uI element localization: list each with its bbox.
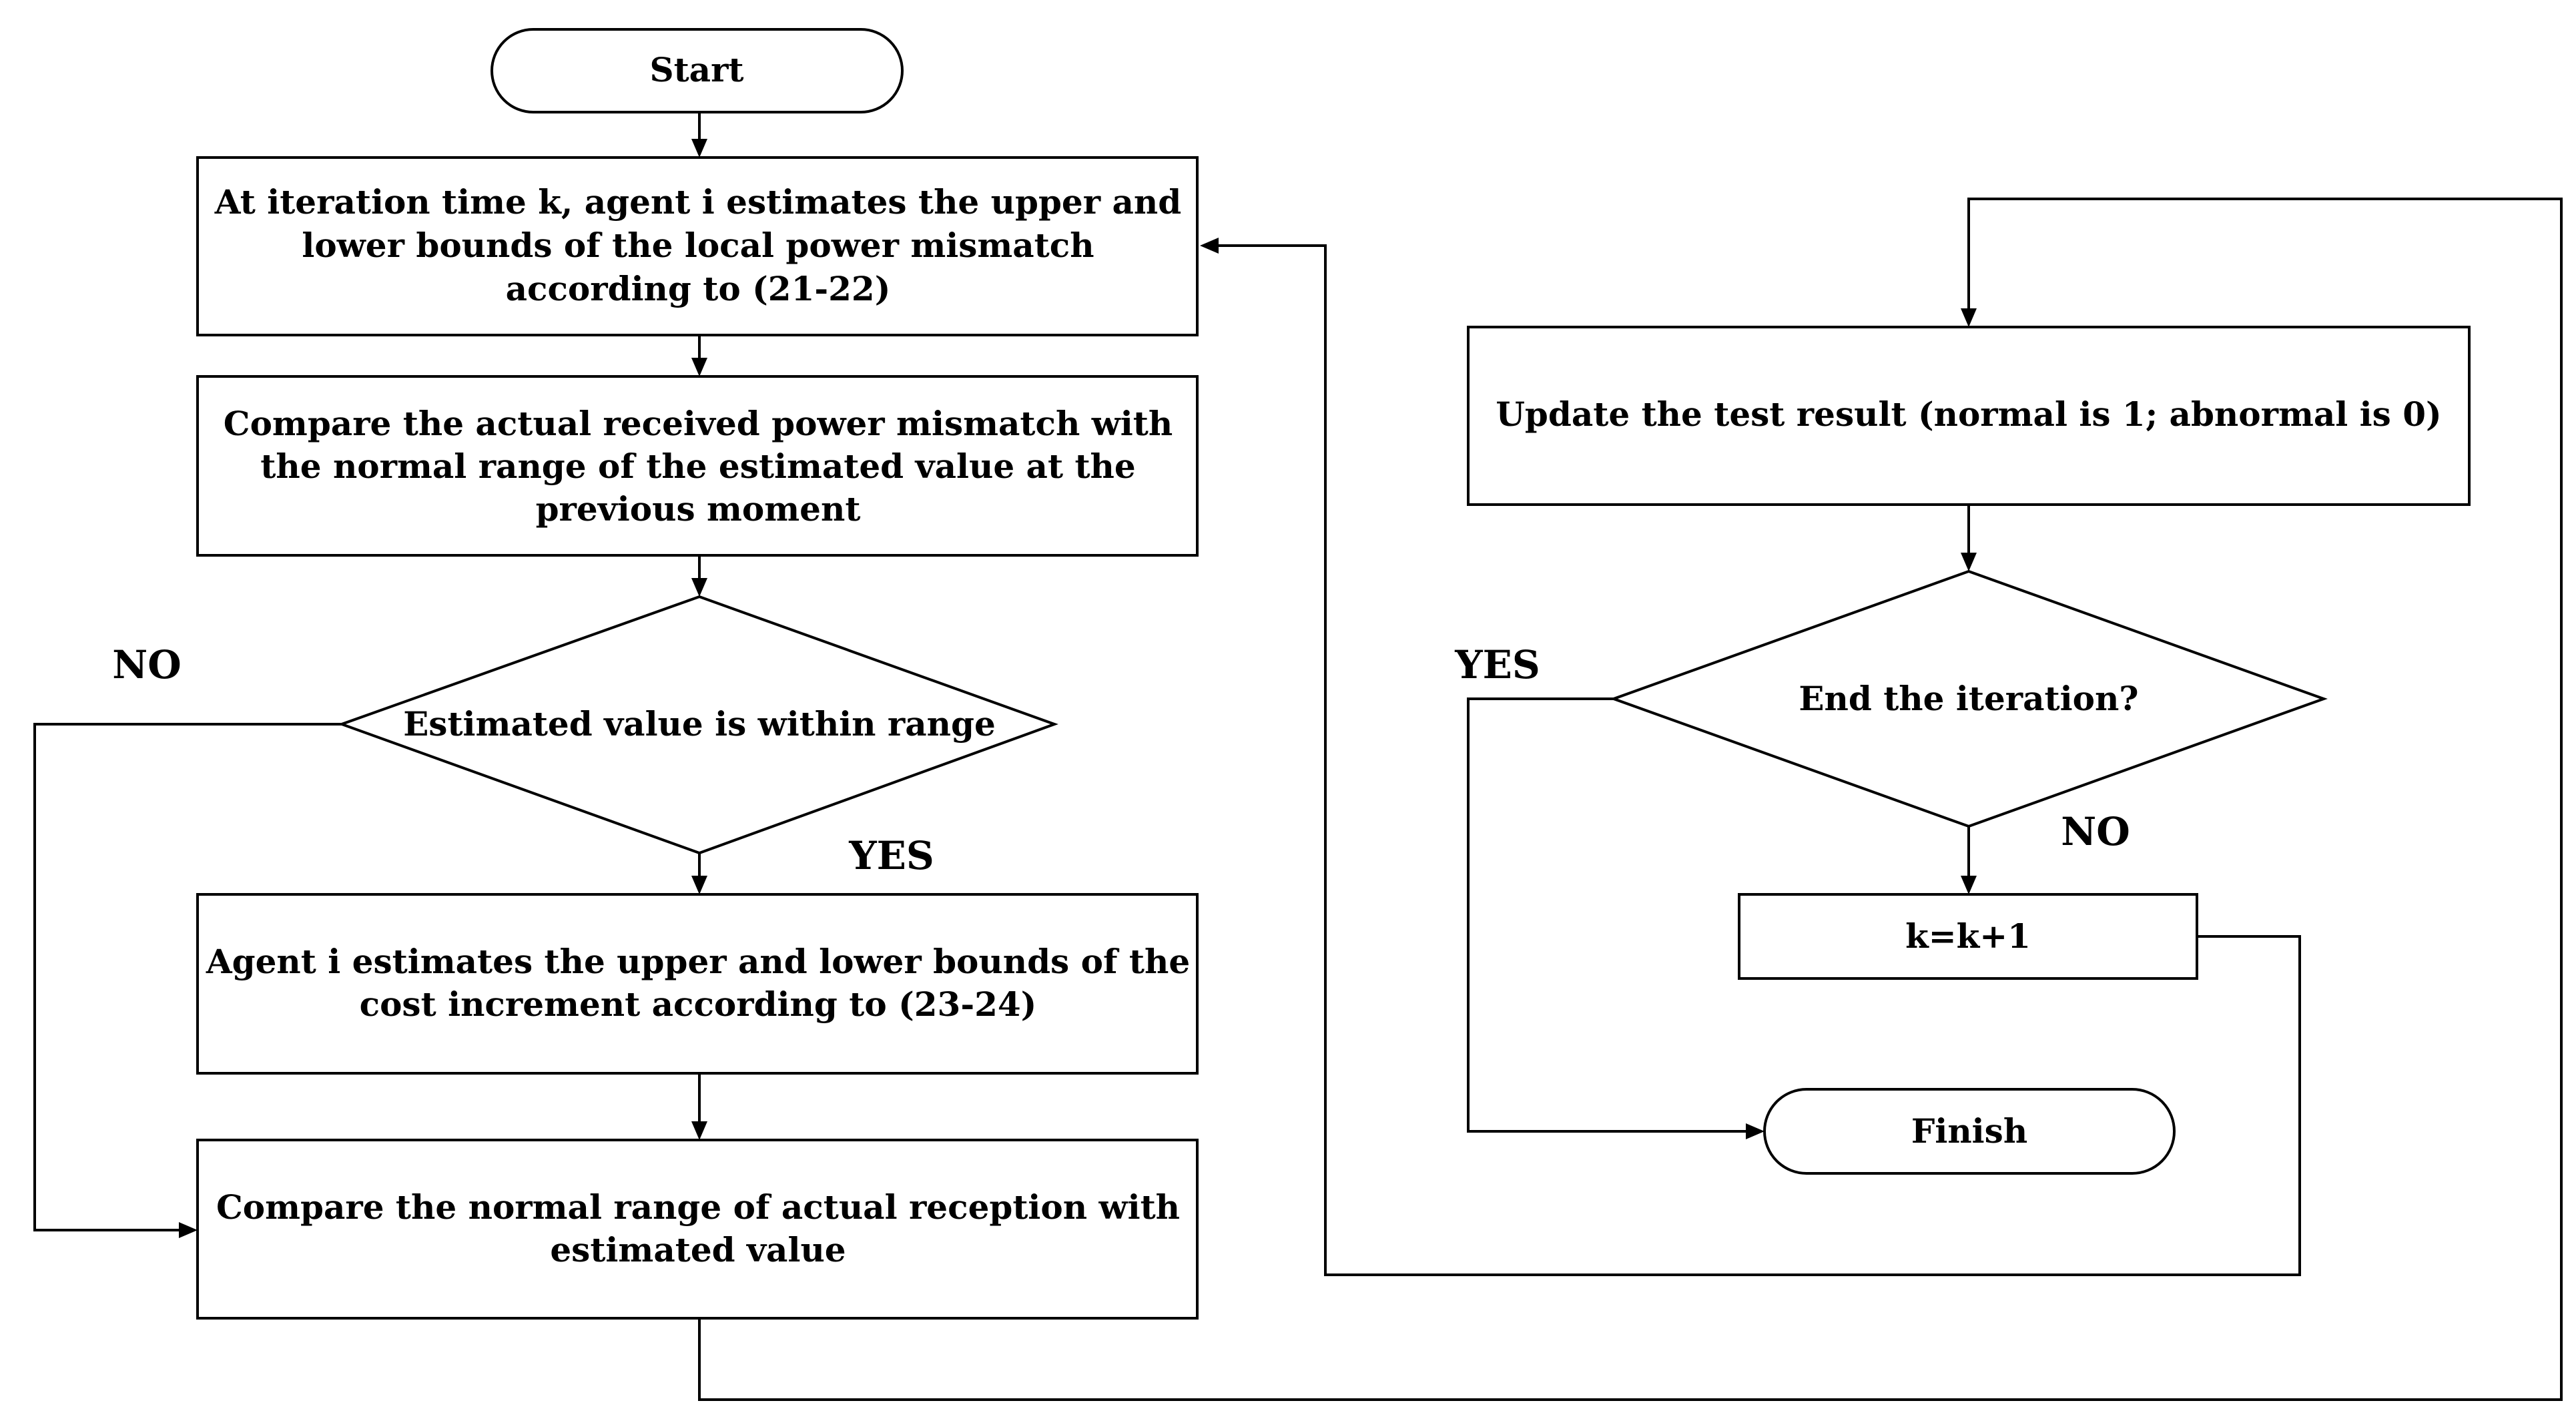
update-result-label: Update the test result (normal is 1; abn… (1496, 394, 2441, 434)
node-update-result: Update the test result (normal is 1; abn… (1467, 326, 2471, 506)
end-iteration-label: End the iteration? (1799, 679, 2138, 718)
arrowhead (691, 578, 707, 597)
node-compare-reception: Compare the normal range of actual recep… (196, 1139, 1199, 1320)
end-iteration-decision (1610, 569, 2328, 828)
compare-mismatch-line-3: previous moment (536, 489, 861, 529)
compare-mismatch-line-1: Compare the actual received power mismat… (224, 404, 1173, 443)
estimate-mismatch-box (196, 156, 1199, 336)
node-compare-mismatch: Compare the actual received power mismat… (196, 375, 1199, 557)
estimate-cost-line-1: Agent i estimates the upper and lower bo… (206, 942, 1190, 981)
branch-label-end-yes: YES (1454, 642, 1540, 687)
compare-reception-line-2: estimated value (550, 1230, 846, 1269)
within-range-decision (338, 595, 1058, 855)
edge-end-yes (1467, 697, 1748, 1133)
node-end-iteration: End the iteration? (1610, 569, 2328, 828)
node-estimate-mismatch: At iteration time k, agent i estimates t… (196, 156, 1199, 336)
arrowhead (691, 1121, 707, 1140)
compare-reception-line-1: Compare the normal range of actual recep… (216, 1187, 1180, 1227)
branch-labels: NO YES YES NO (112, 642, 2130, 878)
node-increment-k: k=k+1 (1738, 893, 2198, 980)
arrowhead (1961, 876, 1977, 894)
arrowhead (1961, 553, 1977, 571)
estimate-cost-line-2: cost increment according to (23-24) (360, 984, 1037, 1024)
estimate-mismatch-line-2: lower bounds of the local power mismatch (302, 226, 1094, 265)
edge-increment-to-estimate (1216, 244, 2301, 1276)
arrowhead (1200, 238, 1219, 254)
arrowhead (1961, 308, 1977, 327)
finish-label: Finish (1911, 1111, 2027, 1151)
arrowhead (691, 358, 707, 376)
compare-reception-box (196, 1139, 1199, 1320)
node-within-range: Estimated value is within range (338, 595, 1058, 855)
edges (33, 112, 2563, 1401)
branch-label-range-no: NO (112, 642, 182, 687)
start-terminal (491, 28, 904, 113)
edge-reception-to-update (698, 198, 2563, 1401)
arrowhead (691, 139, 707, 158)
arrowhead (179, 1222, 198, 1238)
start-label: Start (649, 50, 743, 89)
branch-label-range-yes: YES (848, 833, 934, 878)
estimate-cost-box (196, 893, 1199, 1075)
compare-mismatch-box (196, 375, 1199, 557)
estimate-mismatch-line-1: At iteration time k, agent i estimates t… (214, 182, 1181, 222)
compare-mismatch-line-2: the normal range of the estimated value … (260, 447, 1135, 486)
increment-k-label: k=k+1 (1905, 916, 2031, 956)
node-start: Start (491, 28, 904, 113)
update-result-box (1467, 326, 2471, 506)
node-estimate-cost: Agent i estimates the upper and lower bo… (196, 893, 1199, 1075)
arrowhead (1746, 1123, 1764, 1139)
estimate-mismatch-line-3: according to (21-22) (506, 269, 891, 308)
increment-k-box (1738, 893, 2198, 980)
finish-terminal (1763, 1088, 2176, 1175)
node-finish: Finish (1763, 1088, 2176, 1175)
within-range-label: Estimated value is within range (403, 704, 996, 744)
edge-decision-no (33, 723, 342, 1231)
arrowhead (691, 876, 707, 894)
branch-label-end-no: NO (2061, 809, 2130, 854)
